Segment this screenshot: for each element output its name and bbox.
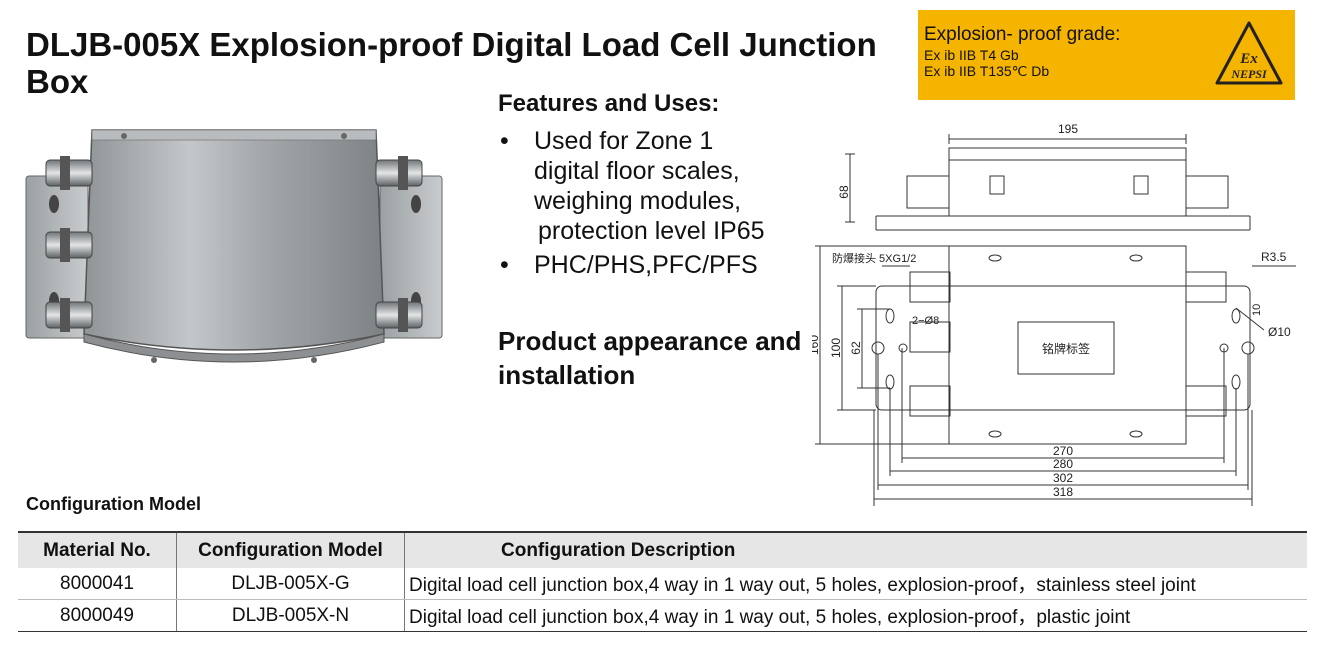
dim-318: 318 [1053,485,1073,499]
explosion-grade-line: Ex ib IIB T135℃ Db [924,63,1050,79]
dim-100: 100 [829,338,843,358]
product-photo [25,129,443,363]
cell-config-description: Digital load cell junction box,4 way in … [404,599,1307,632]
bullet-dot: • [500,251,509,279]
table-row: 8000049 DLJB-005X-N Digital load cell ju… [18,599,1307,632]
cell-material-no: 8000049 [18,599,177,632]
feature-item: • PHC/PHS,PFC/PFS [500,250,820,280]
feature-line: digital floor scales, [534,157,740,185]
explosion-grade-box: Explosion- proof grade: Ex ib IIB T4 Gb … [918,10,1295,100]
dim-270: 270 [1053,444,1073,458]
explosion-grade-title: Explosion- proof grade: [924,24,1121,45]
header-config-model: Configuration Model [176,531,405,568]
nameplate-label: 铭牌标签 [1042,341,1090,356]
nepsi-ex-logo-icon: Ex NEPSI [1215,21,1283,85]
features-list: • Used for Zone 1 digital floor scales, … [500,126,820,280]
feature-line: protection level IP65 [538,217,765,245]
explosion-grade-line: Ex ib IIB T4 Gb [924,47,1019,63]
appearance-title: Product appearance and installation [498,326,802,390]
dim-160: 160 [812,335,821,355]
config-table: Material No. Configuration Model Configu… [18,531,1307,632]
hole-label: 2−Ø8 [912,315,939,327]
config-title: Configuration Model [26,494,201,514]
logo-nepsi-text: NEPSI [1230,67,1268,81]
table-row: 8000041 DLJB-005X-G Digital load cell ju… [18,568,1307,600]
feature-line: Used for Zone 1 [534,127,714,155]
table-header-row: Material No. Configuration Model Configu… [18,531,1307,568]
technical-drawing: 195 68 防爆接头 5XG1/2 R3.5 10 Ø10 2−Ø8 铭牌标签… [812,122,1296,506]
cell-config-model: DLJB-005X-G [176,568,405,600]
feature-item: • Used for Zone 1 digital floor scales, … [500,126,820,246]
bullet-dot: • [500,127,509,155]
cell-config-model: DLJB-005X-N [176,599,405,632]
product-title: DLJB-005X Explosion-proof Digital Load C… [26,26,877,100]
header-config-description: Configuration Description [404,531,1307,568]
dim-302: 302 [1053,471,1073,485]
dim-68: 68 [837,185,851,199]
dim-10: 10 [1251,304,1263,316]
dim-62: 62 [849,341,863,355]
logo-ex-text: Ex [1239,51,1258,67]
feature-line: weighing modules, [534,187,742,215]
dim-195: 195 [1058,122,1078,136]
dim-280: 280 [1053,457,1073,471]
cell-material-no: 8000041 [18,568,177,600]
dim-r35: R3.5 [1261,250,1287,264]
cell-config-description: Digital load cell junction box,4 way in … [404,568,1307,600]
dim-phi10: Ø10 [1268,325,1291,339]
connector-label: 防爆接头 5XG1/2 [832,251,916,265]
header-material-no: Material No. [18,531,177,568]
feature-line: PHC/PHS,PFC/PFS [534,251,758,279]
features-title: Features and Uses: [498,90,720,117]
